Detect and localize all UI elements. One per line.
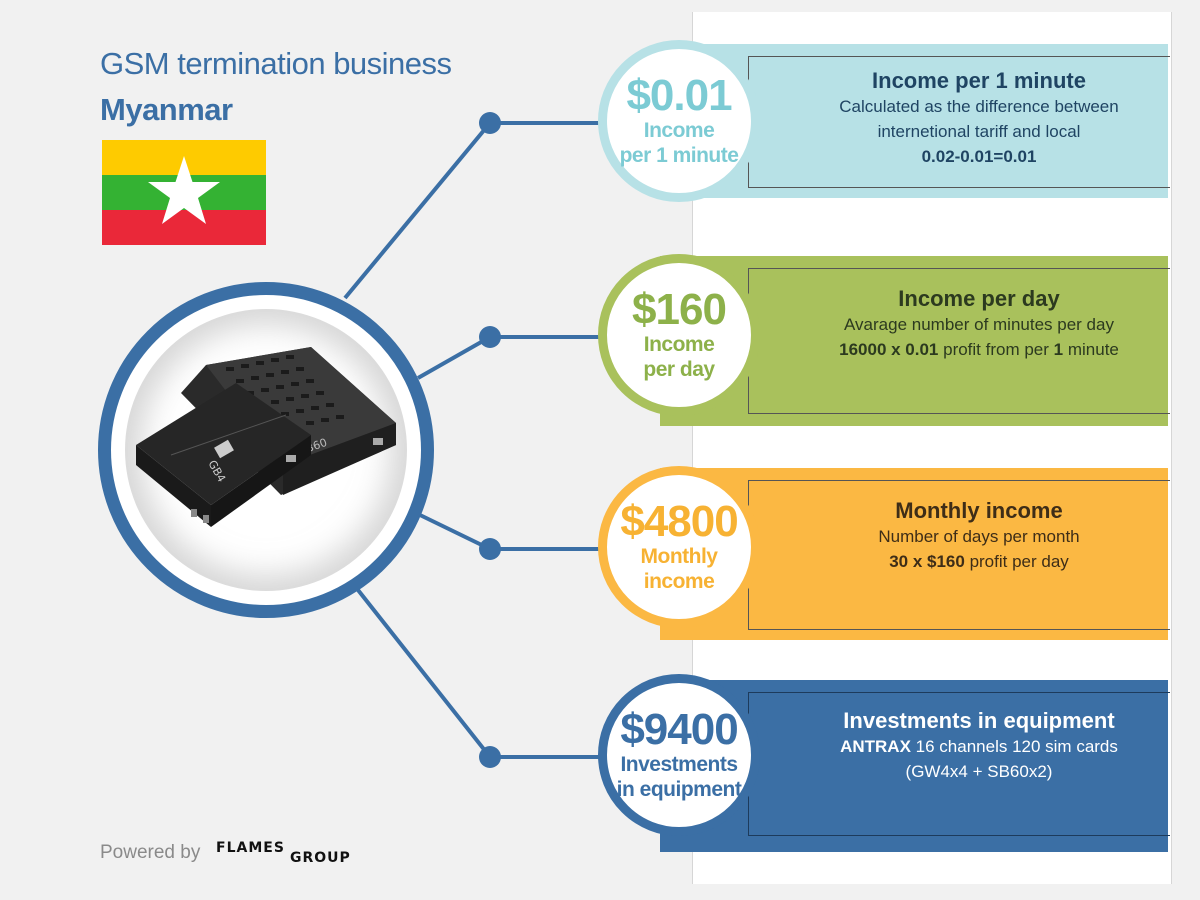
circle-label: Income (643, 333, 715, 356)
circle-label: per 1 minute (619, 144, 739, 167)
band-formula: 0.02-0.01=0.01 (921, 147, 1037, 166)
page-title: GSM termination business (100, 46, 452, 81)
circle-label: income (643, 570, 715, 593)
band-heading: Income per 1 minute (872, 68, 1086, 93)
band-heading: Monthly income (895, 498, 1063, 523)
circle-value: $4800 (620, 497, 738, 546)
circle-label: Income (643, 119, 715, 142)
band-line: 30 x $160 profit per day (889, 552, 1069, 571)
investments-circle: $9400 Investments in equipment (598, 674, 760, 836)
powered-by-label: Powered by (100, 842, 201, 863)
circle-label: Monthly (640, 545, 718, 568)
gsm-gateway-devices-image: SB60 GB4 (136, 347, 396, 527)
income-day-circle: $160 Income per day (598, 254, 760, 416)
band-line: ANTRAX 16 channels 120 sim cards (840, 737, 1118, 756)
income-minute-circle: $0.01 Income per 1 minute (598, 40, 760, 202)
circle-value: $9400 (620, 705, 738, 754)
svg-text:FLAMES: FLAMES (216, 840, 285, 856)
circle-value: $0.01 (626, 71, 732, 120)
band-line: Calculated as the difference between (839, 97, 1119, 116)
circle-label: per day (643, 358, 715, 381)
circle-value: $160 (632, 285, 727, 334)
circle-label: in equipment (616, 778, 742, 801)
svg-text:GROUP: GROUP (290, 850, 351, 866)
band-line: 16000 x 0.01 profit from per 1 minute (839, 340, 1119, 359)
band-line: (GW4x4 + SB60x2) (905, 762, 1053, 781)
myanmar-flag (102, 140, 266, 245)
band-line: internetional tariff and local (877, 122, 1081, 141)
band-line: Number of days per month (878, 527, 1080, 546)
star-icon (148, 156, 220, 224)
country-title: Myanmar (100, 92, 233, 127)
band-heading: Income per day (898, 286, 1060, 311)
band-line: Avarage number of minutes per day (844, 315, 1114, 334)
flames-group-logo: FLAMES GROUP (216, 838, 376, 873)
circle-label: Investments (620, 753, 738, 776)
monthly-income-circle: $4800 Monthly income (598, 466, 760, 628)
band-heading: Investments in equipment (843, 708, 1115, 733)
device-image-circle: SB60 GB4 (98, 282, 434, 618)
